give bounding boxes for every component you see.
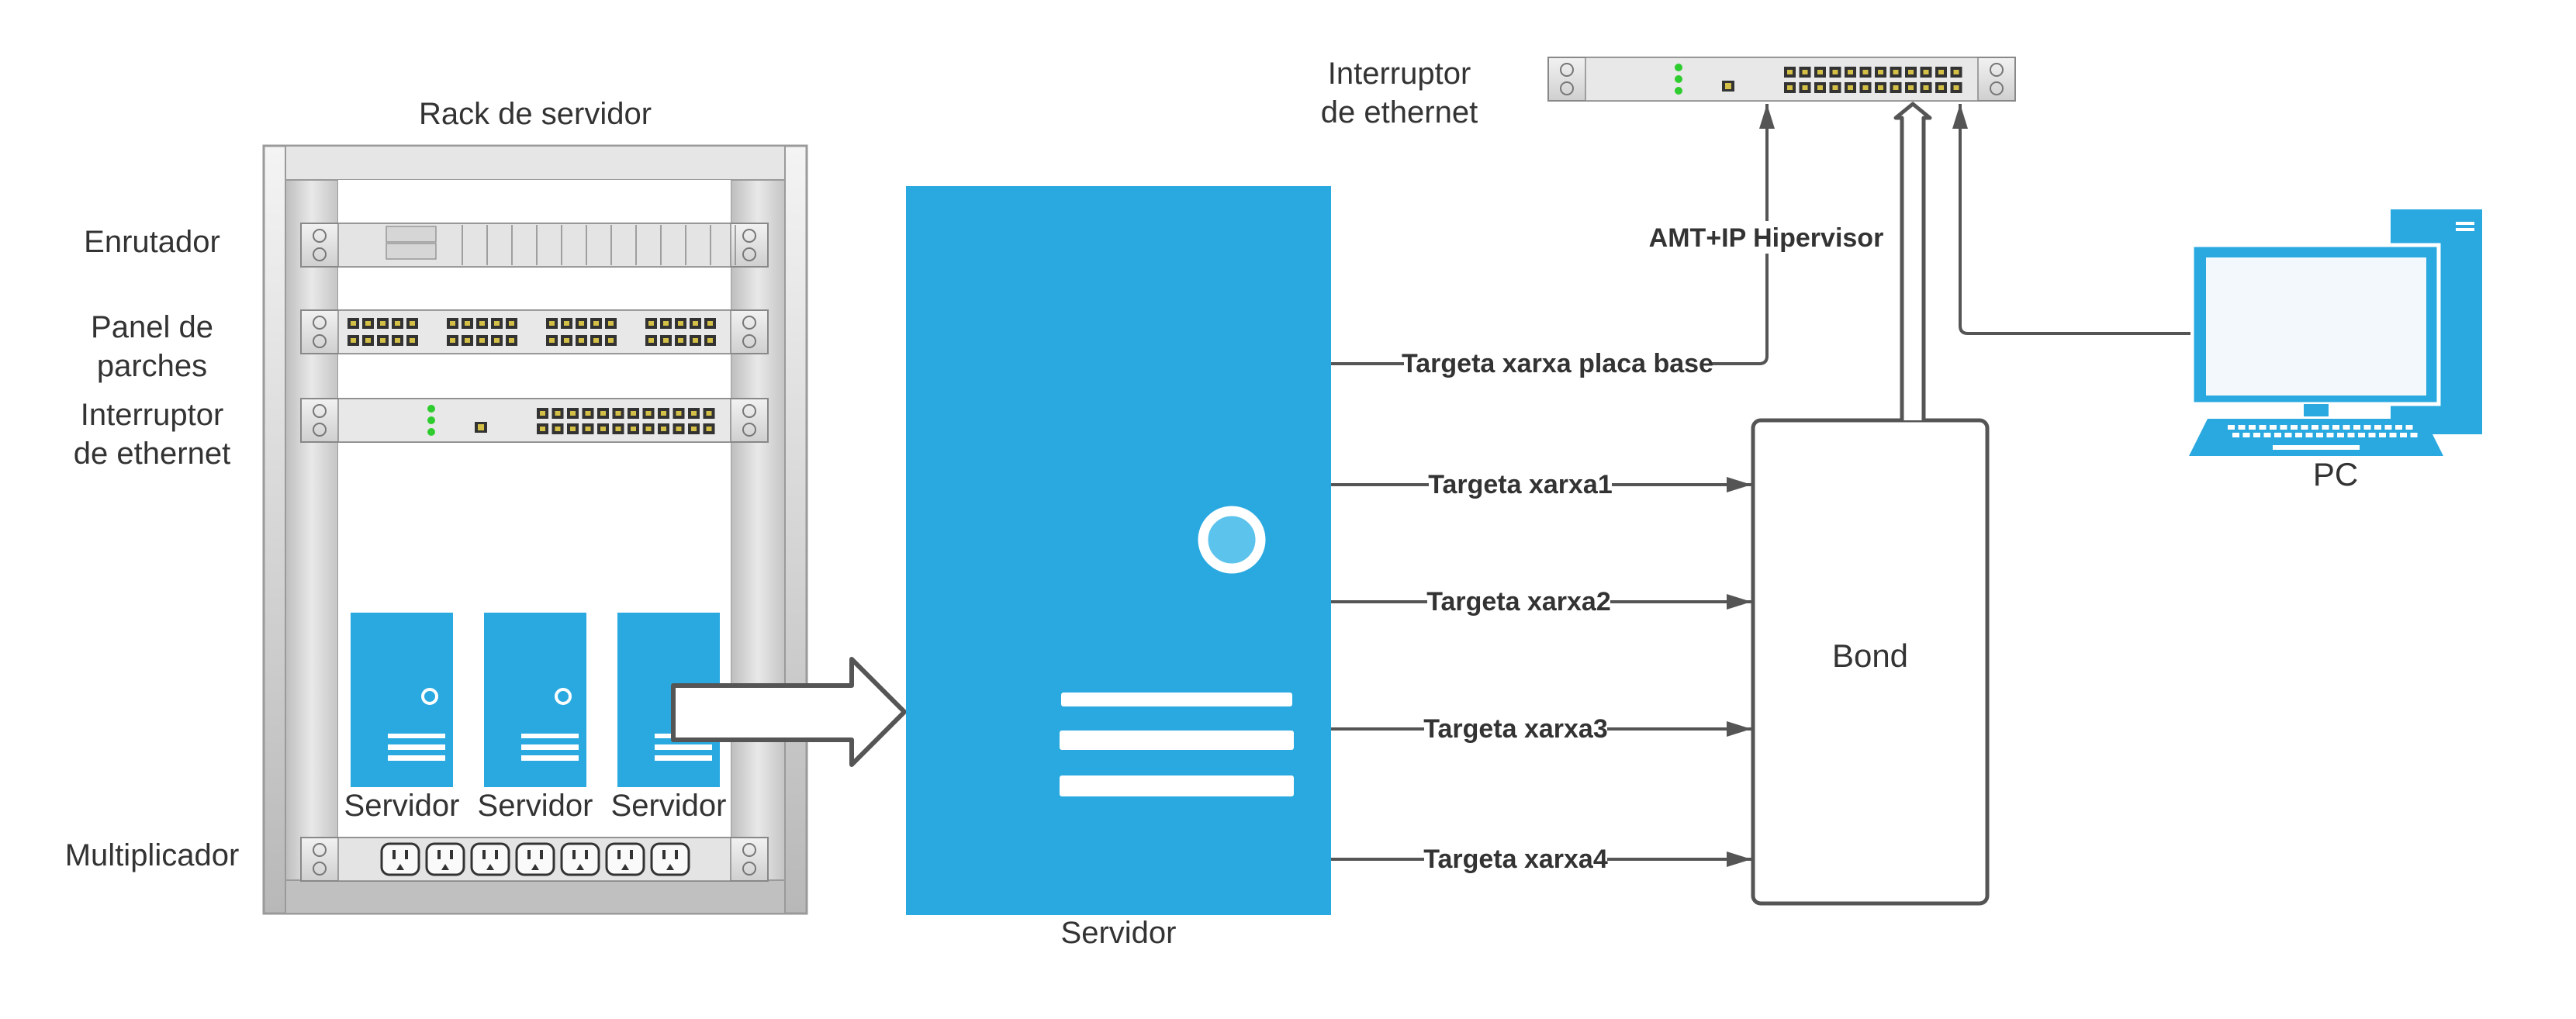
rack-small-servers bbox=[351, 613, 720, 787]
rack-switch-label-line2: de ethernet bbox=[74, 437, 230, 471]
patch-panel-label-line2: parches bbox=[97, 349, 207, 383]
nic1-label: Targeta xarxa1 bbox=[1428, 470, 1613, 499]
nic3-label: Targeta xarxa3 bbox=[1423, 714, 1608, 744]
power-button-icon bbox=[1198, 506, 1266, 574]
status-led-icon bbox=[427, 405, 435, 413]
pc-label: PC bbox=[2313, 456, 2358, 492]
outlet-icon bbox=[605, 842, 645, 876]
expand-arrow-icon bbox=[671, 657, 907, 767]
bond-box bbox=[1751, 418, 1990, 906]
power-strip-unit bbox=[300, 837, 769, 882]
nic2-label: Targeta xarxa2 bbox=[1426, 587, 1611, 617]
router-unit bbox=[300, 223, 769, 268]
small-server-1 bbox=[351, 613, 453, 787]
top-switch-label-line2: de ethernet bbox=[1321, 95, 1478, 130]
rack-switch-label-line1: Interruptor bbox=[81, 398, 224, 432]
main-server-label: Servidor bbox=[1061, 916, 1177, 950]
outlet-icon bbox=[515, 842, 555, 876]
main-server bbox=[906, 186, 1331, 915]
status-led-icon bbox=[427, 428, 435, 436]
outlet-icon bbox=[470, 842, 510, 876]
status-led-icon bbox=[1675, 87, 1682, 95]
outlet-icon bbox=[560, 842, 600, 876]
small-server-2 bbox=[484, 613, 586, 787]
small-server-label-3: Servidor bbox=[611, 789, 727, 823]
outlet-icon bbox=[380, 842, 420, 876]
outlet-icon bbox=[425, 842, 465, 876]
patch-panel-unit bbox=[300, 309, 769, 354]
router-label: Enrutador bbox=[84, 225, 220, 259]
line-nic-base bbox=[1331, 104, 1775, 365]
patch-panel-label-line1: Panel de bbox=[91, 310, 213, 344]
line-pc bbox=[1952, 104, 2190, 335]
bond-uplink-arrow-icon bbox=[1893, 102, 1932, 420]
bond-label: Bond bbox=[1832, 637, 1908, 674]
rack-switch-unit bbox=[300, 398, 769, 443]
top-ethernet-switch bbox=[1547, 57, 2016, 102]
pc-icon bbox=[2189, 209, 2482, 456]
nic4-label: Targeta xarxa4 bbox=[1423, 845, 1608, 874]
connection-lines bbox=[1331, 104, 2190, 867]
amt-label: AMT+IP Hipervisor bbox=[1649, 223, 1884, 253]
power-strip-label: Multiplicador bbox=[65, 838, 240, 872]
small-server-label-2: Servidor bbox=[478, 789, 593, 823]
small-server-label-1: Servidor bbox=[344, 789, 460, 823]
status-led-icon bbox=[1675, 75, 1682, 83]
status-led-icon bbox=[1675, 64, 1682, 71]
outlet-icon bbox=[650, 842, 690, 876]
rack-title: Rack de servidor bbox=[419, 97, 652, 131]
top-switch-label-line1: Interruptor bbox=[1328, 57, 1471, 91]
nic-base-label: Targeta xarxa placa base bbox=[1402, 349, 1713, 378]
status-led-icon bbox=[427, 416, 435, 424]
